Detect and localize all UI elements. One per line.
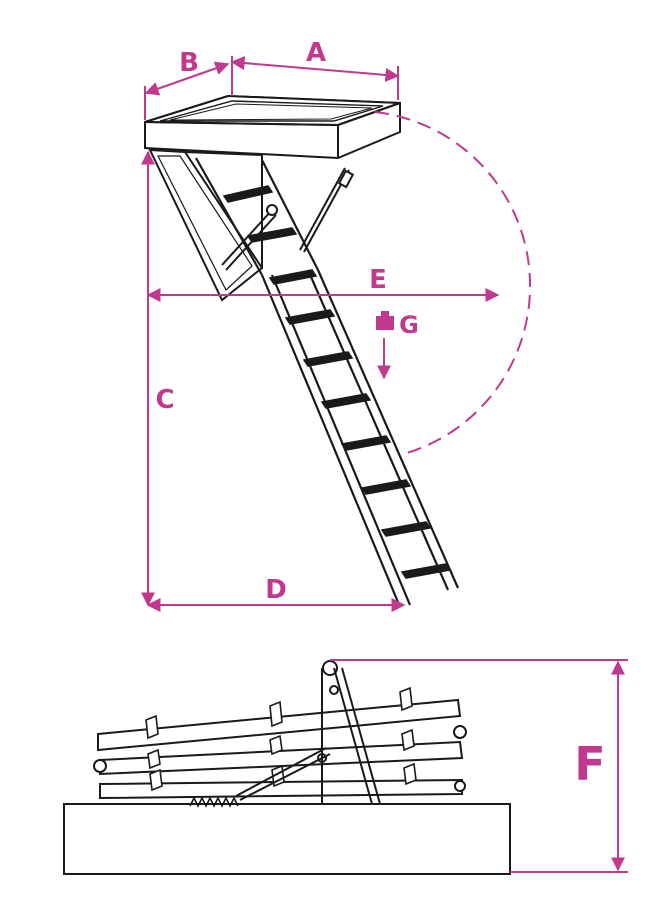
label-a: A bbox=[306, 38, 326, 68]
dimension-f bbox=[330, 659, 628, 873]
folded-sections bbox=[97, 698, 464, 800]
support-arm bbox=[299, 167, 355, 253]
dimension-b bbox=[144, 61, 230, 96]
label-c: C bbox=[155, 385, 174, 415]
spring bbox=[189, 796, 239, 808]
label-e: E bbox=[369, 265, 387, 295]
label-b: B bbox=[179, 48, 199, 78]
ladder-steps bbox=[222, 185, 452, 579]
deployed-ladder-view: A B C D E G bbox=[141, 38, 532, 612]
ladder-rails bbox=[195, 157, 460, 608]
dimension-a bbox=[230, 56, 400, 82]
dimension-lines bbox=[141, 56, 500, 612]
hatch-frame bbox=[144, 94, 401, 160]
folded-ladder-view: F bbox=[63, 659, 628, 875]
label-f: F bbox=[574, 737, 605, 791]
folded-step-ends bbox=[145, 686, 417, 792]
weight-icon bbox=[376, 311, 394, 330]
ceiling-frame bbox=[63, 803, 511, 875]
folded-arm bbox=[235, 667, 381, 805]
swing-arc bbox=[374, 111, 532, 456]
label-g: G bbox=[399, 311, 419, 339]
hatch-door bbox=[148, 148, 264, 302]
label-d: D bbox=[265, 575, 287, 605]
ladder-hinges bbox=[221, 204, 278, 271]
